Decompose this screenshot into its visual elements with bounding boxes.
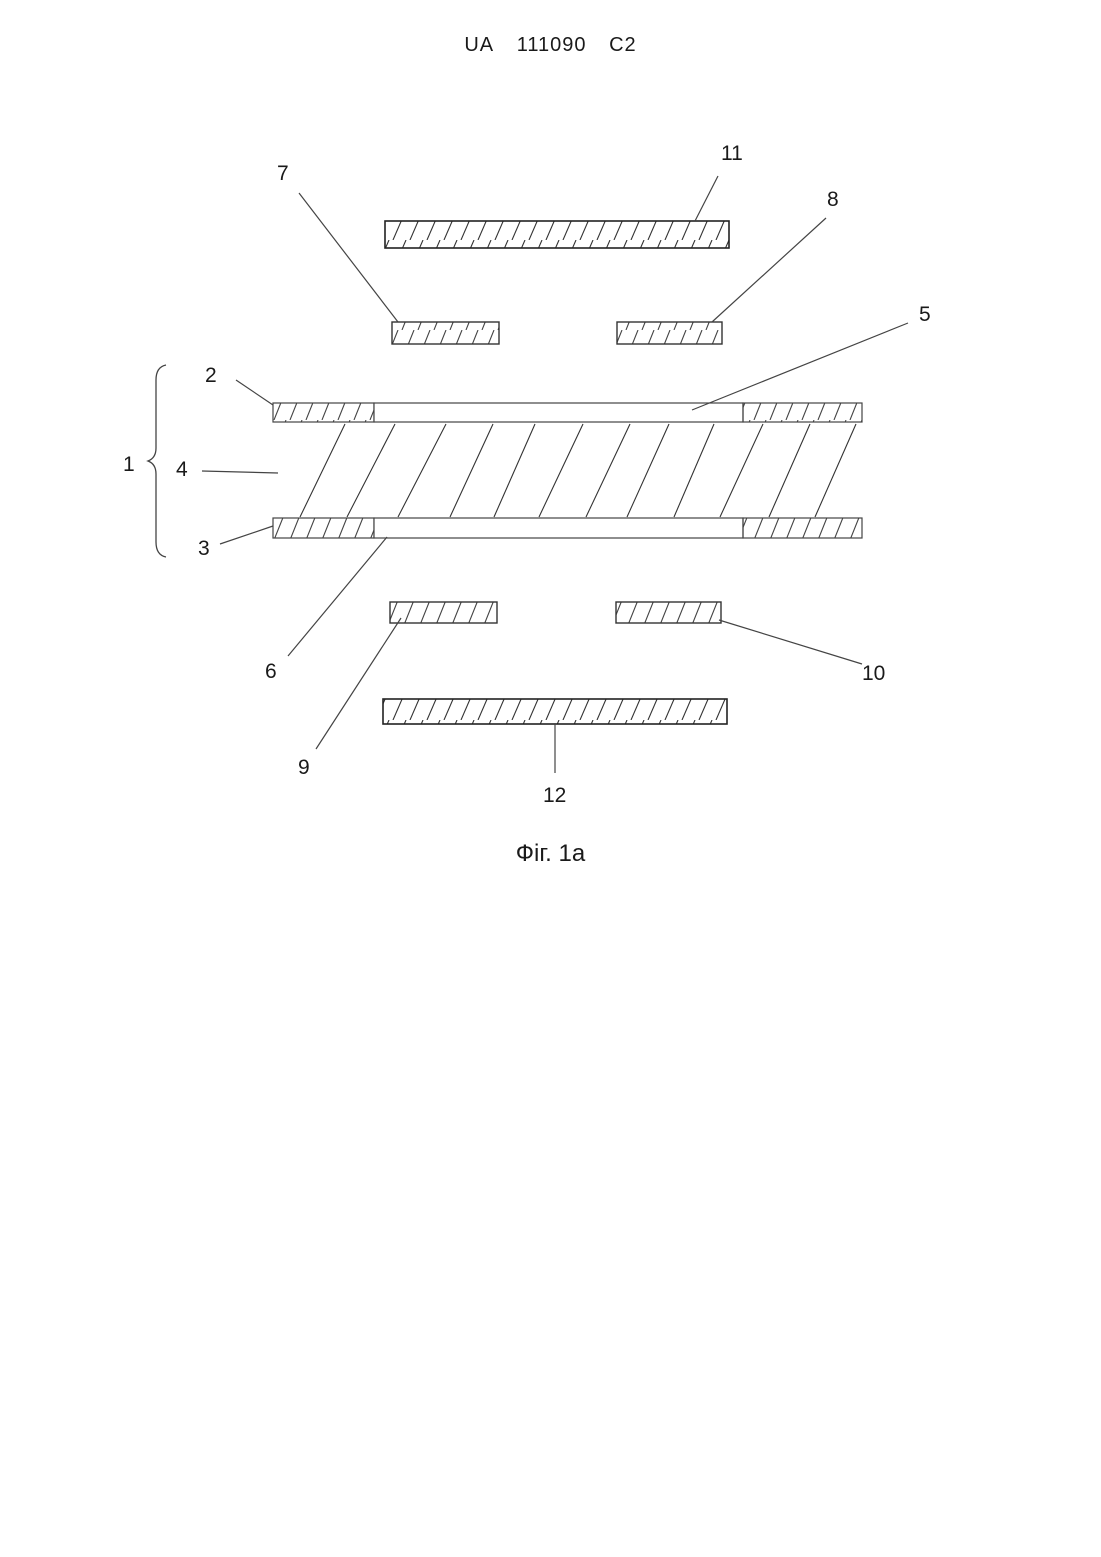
label-12: 12 (543, 784, 566, 807)
label-2: 2 (205, 364, 217, 387)
element-5-window (374, 403, 743, 422)
label-11: 11 (721, 142, 743, 165)
element-8-plate (617, 322, 722, 344)
label-9: 9 (298, 756, 310, 779)
element-3-left (273, 518, 374, 538)
label-4: 4 (176, 458, 188, 481)
label-6: 6 (265, 660, 277, 683)
label-3: 3 (198, 537, 210, 560)
element-3-right (743, 518, 862, 538)
element-12-plate (383, 699, 727, 724)
element-6-window (374, 518, 743, 538)
brace-1 (148, 365, 166, 557)
element-11-plate (385, 221, 729, 248)
element-2-right (743, 403, 862, 422)
element-7-plate (392, 322, 499, 344)
element-10-plate (616, 602, 721, 623)
element-2-left (273, 403, 374, 422)
label-1: 1 (123, 453, 135, 476)
label-5: 5 (919, 303, 931, 326)
figure-caption: Фіг. 1а (0, 840, 1101, 868)
label-10: 10 (862, 662, 885, 685)
leader-lines (202, 176, 908, 773)
label-7: 7 (277, 162, 289, 185)
element-9-plate (390, 602, 497, 623)
element-4-core (300, 424, 856, 517)
label-8: 8 (827, 188, 839, 211)
